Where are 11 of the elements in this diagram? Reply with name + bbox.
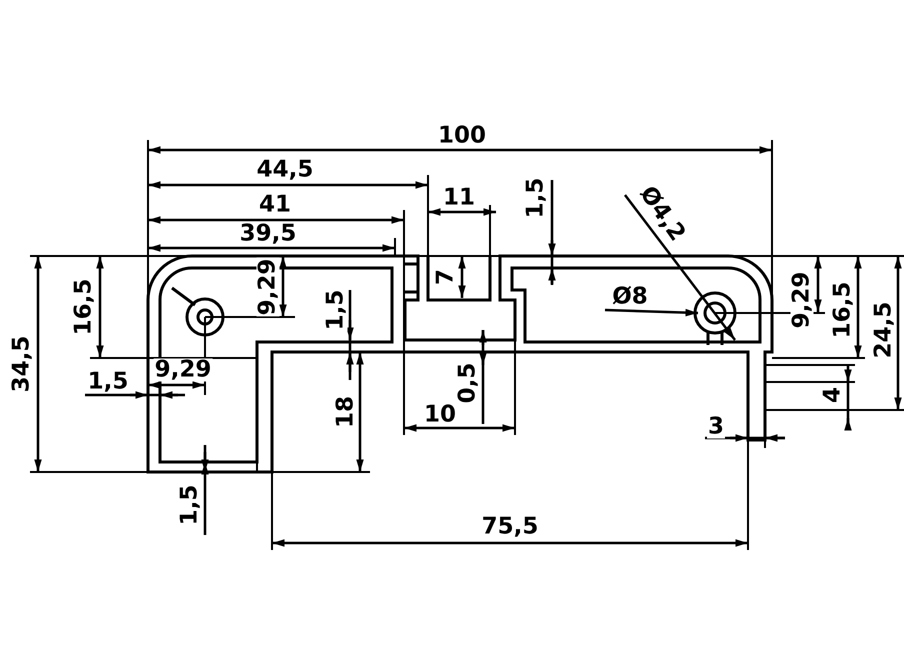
dimension-label: 9,29 — [154, 358, 212, 382]
dimension-label: 9,29 — [256, 258, 280, 316]
dimension-label: 44,5 — [256, 158, 314, 182]
dimension-label: 9,29 — [790, 270, 814, 330]
dimension-label: 39,5 — [238, 222, 298, 246]
dimension-label: 1,5 — [324, 288, 348, 332]
dimension-label: 34,5 — [10, 334, 34, 394]
dimension-label: 75,5 — [480, 516, 540, 538]
dimension-label: 3 — [707, 416, 725, 438]
dimension-label: 0,5 — [456, 362, 480, 404]
dimension-label: 24,5 — [872, 300, 896, 360]
